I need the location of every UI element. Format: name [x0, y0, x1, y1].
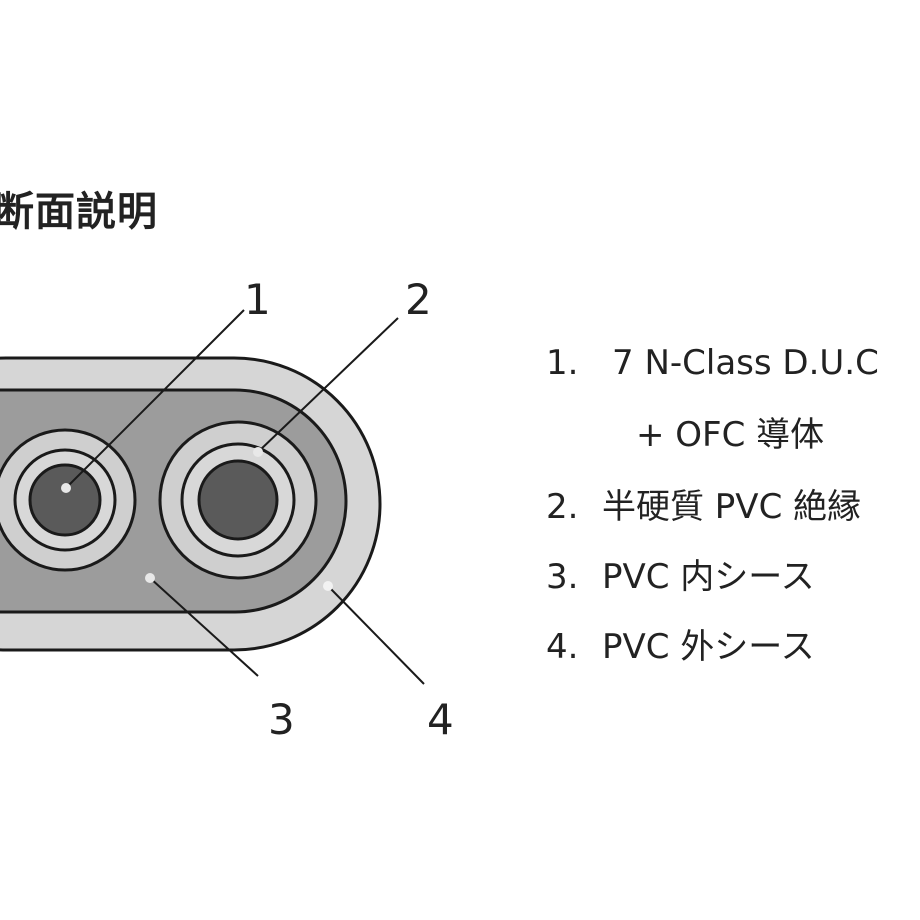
leader-line-2 — [257, 317, 399, 453]
leader-line-1 — [65, 309, 245, 489]
callout-1: 1 — [244, 275, 271, 324]
page-title: 断面説明 — [0, 189, 158, 235]
callout-3: 3 — [268, 695, 295, 744]
legend-item-number: 3. — [546, 557, 579, 597]
callout-4: 4 — [427, 695, 454, 744]
leader-dot-1 — [61, 483, 71, 493]
legend-item-text: + OFC 導体 — [636, 415, 825, 455]
legend-item-text: PVC 内シース — [602, 557, 815, 597]
leader-dot-4 — [323, 581, 333, 591]
legend-item-text: 半硬質 PVC 絶縁 — [602, 487, 862, 527]
callout-2: 2 — [405, 275, 432, 324]
leader-dot-2 — [253, 447, 263, 457]
legend-item-3: 3. PVC 内シース — [546, 560, 815, 594]
legend-item-1-continued: + OFC 導体 — [636, 418, 824, 452]
leader-line-3 — [149, 577, 259, 677]
legend-item-number: 2. — [546, 487, 579, 527]
leader-dot-3 — [145, 573, 155, 583]
left-conductor — [28, 463, 102, 537]
right-conductor — [197, 459, 279, 541]
legend-item-number: 4. — [546, 627, 579, 667]
leader-line-4 — [327, 585, 425, 685]
legend-item-text: PVC 外シース — [602, 627, 815, 667]
legend-item-1: 1. 7 N-Class D.U.C — [546, 346, 879, 380]
legend-item-4: 4. PVC 外シース — [546, 630, 815, 664]
legend-item-number: 1. — [546, 343, 579, 383]
legend-item-2: 2. 半硬質 PVC 絶縁 — [546, 490, 861, 524]
legend-item-text: 7 N-Class D.U.C — [612, 343, 879, 383]
